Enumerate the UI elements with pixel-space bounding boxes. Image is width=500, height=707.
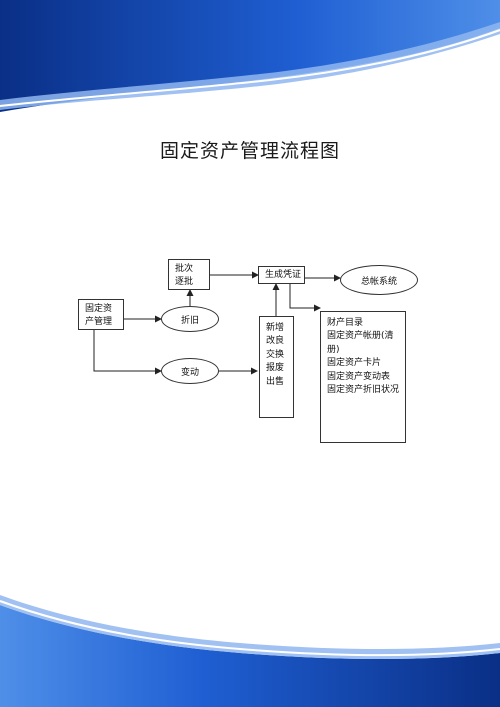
change-type-item: 交换: [266, 349, 285, 360]
output-item: 固定资产变动表: [327, 371, 391, 382]
page-title: 固定资产管理流程图: [159, 140, 340, 162]
change-type-item: 报废: [266, 363, 285, 374]
arrow-asset-to-change: [93, 330, 162, 375]
bottom-wave-decoration: [0, 595, 500, 707]
node-depreciation: 折旧: [161, 306, 219, 332]
node-generate-voucher: 生成凭证: [258, 266, 305, 284]
node-depreciation-label: 折旧: [180, 315, 199, 326]
node-change: 变动: [161, 358, 219, 384]
node-fixed-asset-management-line1: 固定资: [85, 304, 113, 314]
node-batch-approval: 批次 逐批: [168, 259, 210, 290]
change-type-item: 出售: [266, 376, 285, 387]
arrow-voucher-to-outputs: [289, 284, 321, 312]
change-type-item: 新增: [266, 323, 285, 333]
node-change-label: 变动: [180, 367, 199, 378]
node-generate-voucher-label: 生成凭证: [265, 270, 302, 280]
top-wave-decoration: [0, 0, 500, 112]
change-type-item: 改良: [266, 336, 285, 347]
output-item: 固定资产帐册(清册): [327, 331, 394, 355]
node-batch-approval-line2: 逐批: [175, 277, 194, 287]
output-item: 财产目录: [327, 318, 364, 328]
node-fixed-asset-management-line2: 产管理: [85, 317, 113, 327]
node-ledger-system-label: 总帐系统: [360, 276, 397, 287]
node-fixed-asset-management: 固定资 产管理: [78, 299, 124, 330]
node-ledger-system: 总帐系统: [340, 265, 418, 295]
node-change-types: 新增 改良 交换 报废 出售: [259, 316, 294, 418]
node-batch-approval-line1: 批次: [175, 264, 194, 274]
node-outputs: 财产目录 固定资产帐册(清册) 固定资产卡片 固定资产变动表 固定资产折旧状况: [320, 311, 406, 443]
output-item: 固定资产折旧状况: [327, 385, 400, 396]
output-item: 固定资产卡片: [327, 358, 382, 369]
